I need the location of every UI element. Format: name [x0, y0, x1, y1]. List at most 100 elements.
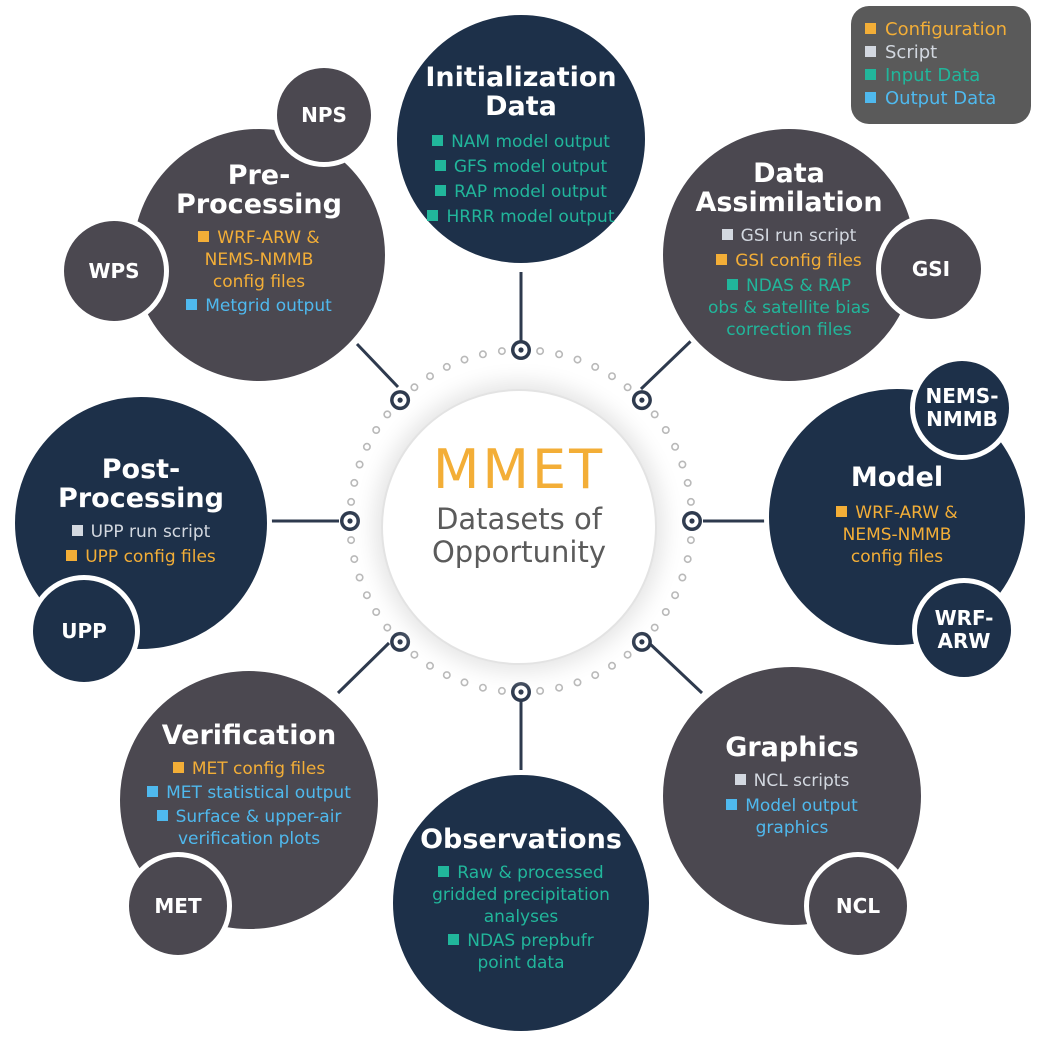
- script-marker: [71, 525, 83, 536]
- config-marker: [836, 506, 848, 517]
- ring-dot: [383, 623, 392, 632]
- ring-dot: [355, 573, 364, 582]
- connector-joint-inner: [518, 347, 524, 353]
- script-marker: [865, 46, 876, 57]
- ring-dot: [410, 383, 419, 392]
- ring-dot: [372, 607, 381, 616]
- output-marker: [865, 92, 876, 103]
- ring-dot: [362, 442, 371, 451]
- preprocessing-title: Pre- Processing: [176, 160, 342, 220]
- input-marker: [865, 69, 876, 80]
- ring-dot: [460, 355, 469, 364]
- wrf-arw-badge: WRF- ARW: [912, 578, 1016, 682]
- list-item: GSI config files: [663, 250, 915, 272]
- upp-badge: UPP: [28, 575, 140, 687]
- list-item: NDAS prepbufr point data: [393, 930, 649, 974]
- list-item: RAP model output: [397, 181, 645, 203]
- ring-dot: [347, 536, 356, 545]
- ring-dot: [671, 442, 680, 451]
- ring-dot: [362, 591, 371, 600]
- connector-joint-inner: [397, 397, 403, 403]
- ring-dot: [555, 350, 564, 359]
- ring-dot: [661, 607, 670, 616]
- ring-dot: [678, 573, 687, 582]
- ring-dot: [671, 591, 680, 600]
- model-title: Model: [850, 462, 944, 493]
- input-marker: [427, 210, 439, 221]
- graphics-title: Graphics: [725, 732, 859, 763]
- ring-dot: [623, 650, 632, 659]
- ring-dot: [661, 425, 670, 434]
- ring-dot: [650, 623, 659, 632]
- ring-dot: [497, 347, 506, 356]
- ncl-badge: NCL: [804, 852, 912, 960]
- list-item: WRF-ARW & NEMS-NMMB config files: [133, 227, 385, 293]
- list-item: WRF-ARW & NEMS-NMMB config files: [769, 502, 1025, 568]
- legend-item-output-data: Output Data: [865, 87, 1017, 110]
- ring-dot: [686, 497, 695, 506]
- config-marker: [172, 762, 184, 773]
- nps-badge: NPS: [272, 63, 376, 167]
- ring-dot: [350, 478, 359, 487]
- ring-dot: [607, 661, 616, 670]
- postprocessing-title: Post- Processing: [58, 454, 224, 514]
- connector-verification: [336, 641, 391, 695]
- ring-dot: [478, 350, 487, 359]
- list-item: Raw & processed gridded precipitation an…: [432, 863, 610, 927]
- connector-lines: [268, 272, 772, 770]
- list-item: Metgrid output: [133, 295, 385, 317]
- nems-nmmb-badge: NEMS- NMMB: [910, 356, 1014, 460]
- gsi-badge: GSI: [876, 214, 986, 324]
- ring-dot: [355, 460, 364, 469]
- ring-dot: [425, 661, 434, 670]
- ring-dot: [686, 536, 695, 545]
- ring-dot: [607, 372, 616, 381]
- input-marker: [434, 160, 446, 171]
- list-item: UPP config files: [15, 546, 267, 568]
- ring-dot: [383, 410, 392, 419]
- initialization-data-node: Initialization Data NAM model output GFS…: [392, 10, 650, 268]
- list-item: MET config files: [120, 758, 378, 780]
- center-subtitle: Datasets of Opportunity: [431, 502, 607, 569]
- ring-dot: [478, 683, 487, 692]
- input-marker: [438, 866, 450, 877]
- script-marker: [734, 774, 746, 785]
- list-item: GFS model output: [397, 156, 645, 178]
- connector-graphics: [646, 640, 704, 695]
- ring-dot: [442, 362, 451, 371]
- legend: Configuration Script Input Data Output D…: [851, 6, 1031, 124]
- list-item: NCL scripts: [663, 770, 921, 792]
- legend-item-input-data: Input Data: [865, 64, 1017, 87]
- observations-node: Observations Raw & processed gridded pre…: [388, 770, 654, 1036]
- legend-item-configuration: Configuration: [865, 18, 1017, 41]
- legend-item-script: Script: [865, 41, 1017, 64]
- output-marker: [156, 810, 168, 821]
- list-item: Model output graphics: [663, 795, 921, 839]
- ring-dot: [497, 686, 506, 695]
- connector-joint-inner: [518, 689, 524, 695]
- script-marker: [721, 229, 733, 240]
- connector-joint-inner: [639, 639, 645, 645]
- output-marker: [147, 786, 159, 797]
- connector-joint-inner: [689, 518, 695, 524]
- input-marker: [435, 185, 447, 196]
- connector-joint-inner: [347, 518, 353, 524]
- verification-title: Verification: [161, 720, 337, 751]
- connector-joint-inner: [397, 639, 403, 645]
- ring-dot: [372, 425, 381, 434]
- output-marker: [726, 799, 738, 810]
- data-assimilation-title: Data Assimilation: [695, 158, 883, 218]
- ring-dot: [573, 355, 582, 364]
- connector-assimilation: [639, 338, 694, 391]
- ring-dot: [573, 678, 582, 687]
- ring-dot: [555, 683, 564, 692]
- ring-dot: [683, 555, 692, 564]
- ring-dot: [591, 362, 600, 371]
- config-marker: [66, 550, 78, 561]
- ring-dot: [678, 460, 687, 469]
- config-marker: [716, 254, 728, 265]
- data-assimilation-node: Data Assimilation GSI run script GSI con…: [658, 124, 920, 386]
- initialization-title: Initialization Data: [425, 62, 617, 122]
- config-marker: [198, 231, 210, 242]
